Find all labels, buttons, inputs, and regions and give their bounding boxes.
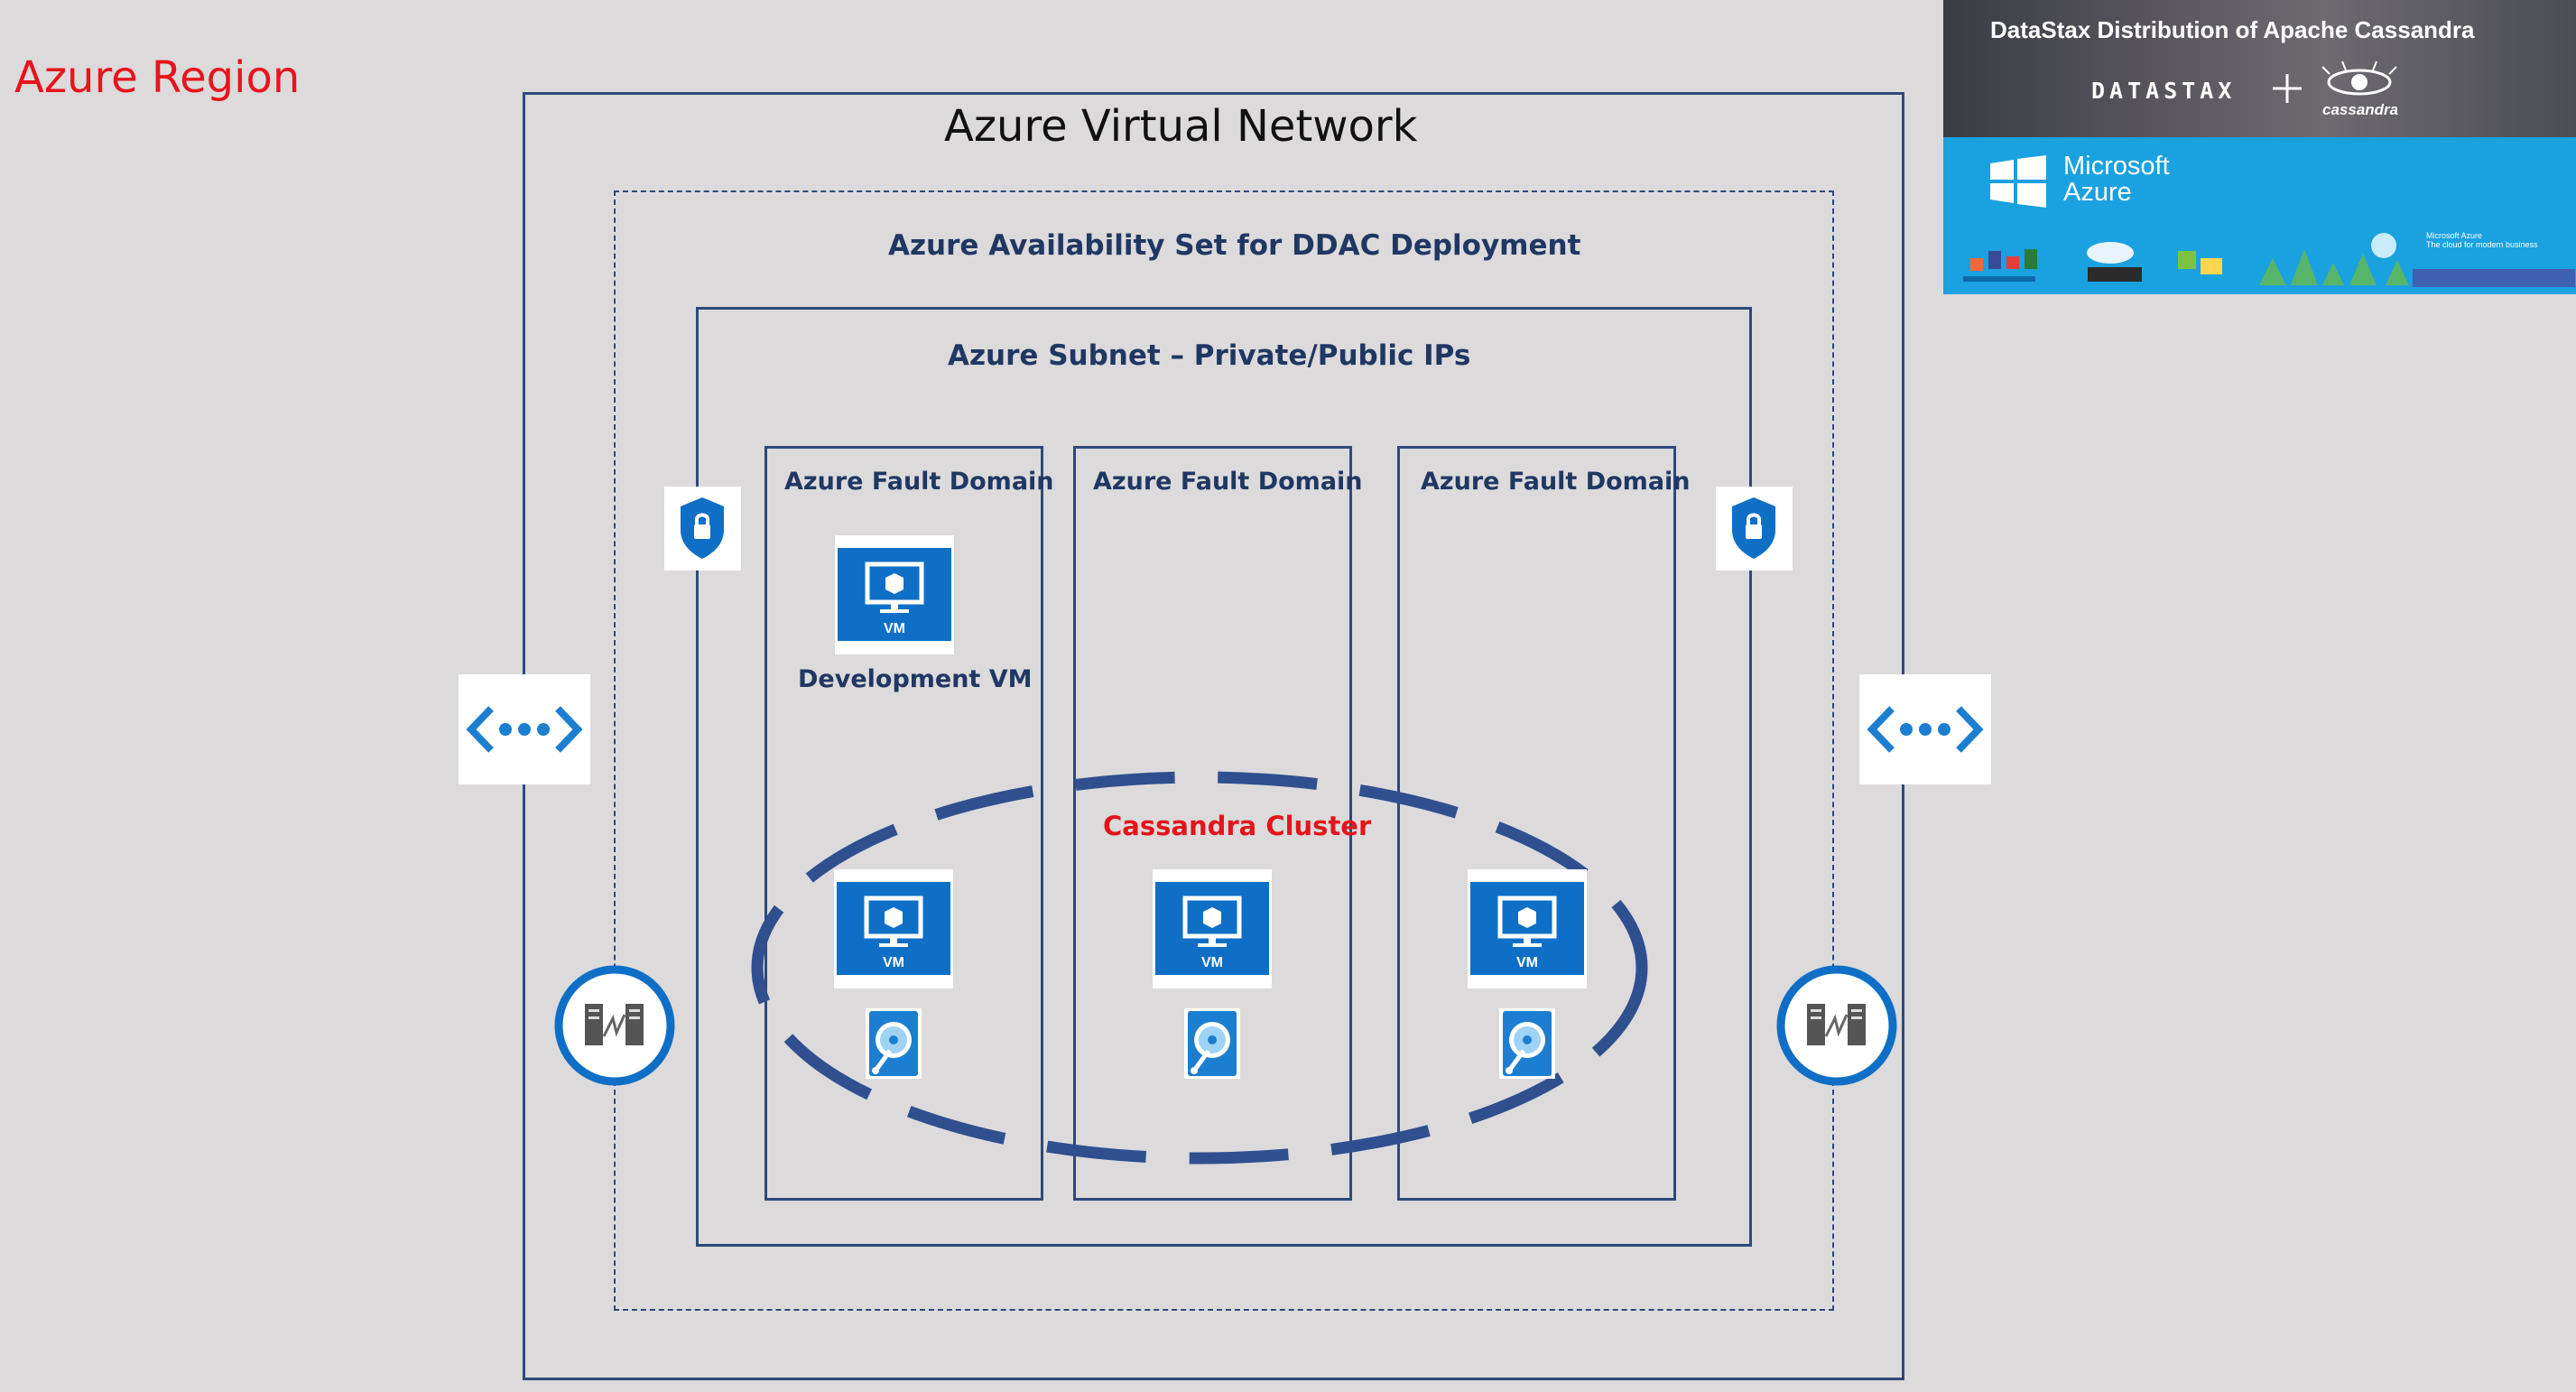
- fault-domain-1-title: Azure Fault Domain: [784, 468, 1054, 496]
- virtual-network-title: Azure Virtual Network: [944, 101, 1418, 152]
- fault-domain-2-box: [1073, 446, 1352, 1201]
- availability-set-title: Azure Availability Set for DDAC Deployme…: [888, 229, 1581, 262]
- datastax-logo: DATASTAX: [2091, 78, 2237, 104]
- region-label: Azure Region: [14, 52, 301, 103]
- nsg-left[interactable]: [664, 487, 741, 571]
- fault-domain-1-box: [764, 446, 1043, 1201]
- nsg-right[interactable]: [1716, 487, 1793, 571]
- disk-icon[interactable]: [1183, 1007, 1241, 1080]
- vm-icon: VM: [1153, 869, 1272, 988]
- vm-badge: VM: [884, 621, 905, 636]
- subnet-box: [696, 307, 1752, 1247]
- ms-line-1: Microsoft: [2063, 152, 2170, 181]
- plus-icon: [2273, 74, 2302, 103]
- cluster-vm-3[interactable]: VM: [1468, 869, 1587, 988]
- shield-lock-icon: [1732, 497, 1775, 559]
- subnet-title: Azure Subnet – Private/Public IPs: [948, 339, 1471, 372]
- vm-badge: VM: [1201, 955, 1223, 970]
- windows-logo-icon: [1990, 155, 2046, 208]
- cassandra-cluster-label: Cassandra Cluster: [1103, 811, 1372, 841]
- microsoft-azure-logo-text: Microsoft Azure: [2063, 153, 2170, 206]
- banner-skyline-illustration: [1963, 233, 2575, 287]
- vnet-gateway-left[interactable]: [459, 674, 590, 784]
- datastax-azure-banner: DataStax Distribution of Apache Cassandr…: [1943, 0, 2576, 294]
- vm-icon: VM: [834, 869, 953, 988]
- vnet-peering-icon: [466, 706, 583, 753]
- ms-small-2: The cloud for modern business: [2426, 240, 2538, 249]
- fault-domain-3-title: Azure Fault Domain: [1421, 468, 1691, 496]
- cassandra-eye-icon: [2321, 60, 2397, 96]
- disk-icon[interactable]: [865, 1007, 922, 1080]
- load-balancer-icon[interactable]: [1775, 964, 1898, 1087]
- vnet-gateway-right[interactable]: [1859, 674, 1991, 784]
- load-balancer-icon[interactable]: [553, 964, 676, 1087]
- vm-badge: VM: [1516, 955, 1538, 970]
- disk-icon[interactable]: [1498, 1007, 1556, 1080]
- vnet-peering-icon: [1867, 706, 1984, 753]
- dev-vm[interactable]: VM: [835, 535, 954, 654]
- ms-small-1: Microsoft Azure: [2426, 231, 2483, 240]
- availability-set-box: [614, 190, 1834, 1311]
- cassandra-logo: cassandra: [2322, 101, 2399, 118]
- vm-icon: VM: [1468, 869, 1587, 988]
- fault-domain-3-box: [1397, 446, 1676, 1201]
- banner-title: DataStax Distribution of Apache Cassandr…: [1990, 16, 2475, 43]
- ms-line-2: Azure: [2063, 178, 2132, 207]
- banner-top-photo: [1943, 0, 2576, 137]
- fault-domain-2-title: Azure Fault Domain: [1093, 468, 1363, 496]
- cluster-vm-1[interactable]: VM: [834, 869, 953, 988]
- banner-bottom-azure: [1943, 137, 2576, 294]
- shield-lock-icon: [681, 497, 724, 559]
- ms-azure-small-text: Microsoft Azure The cloud for modern bus…: [2426, 231, 2538, 249]
- development-vm-label: Development VM: [798, 665, 1033, 693]
- cluster-vm-2[interactable]: VM: [1153, 869, 1272, 988]
- vm-icon: VM: [835, 535, 954, 654]
- vm-badge: VM: [883, 955, 904, 970]
